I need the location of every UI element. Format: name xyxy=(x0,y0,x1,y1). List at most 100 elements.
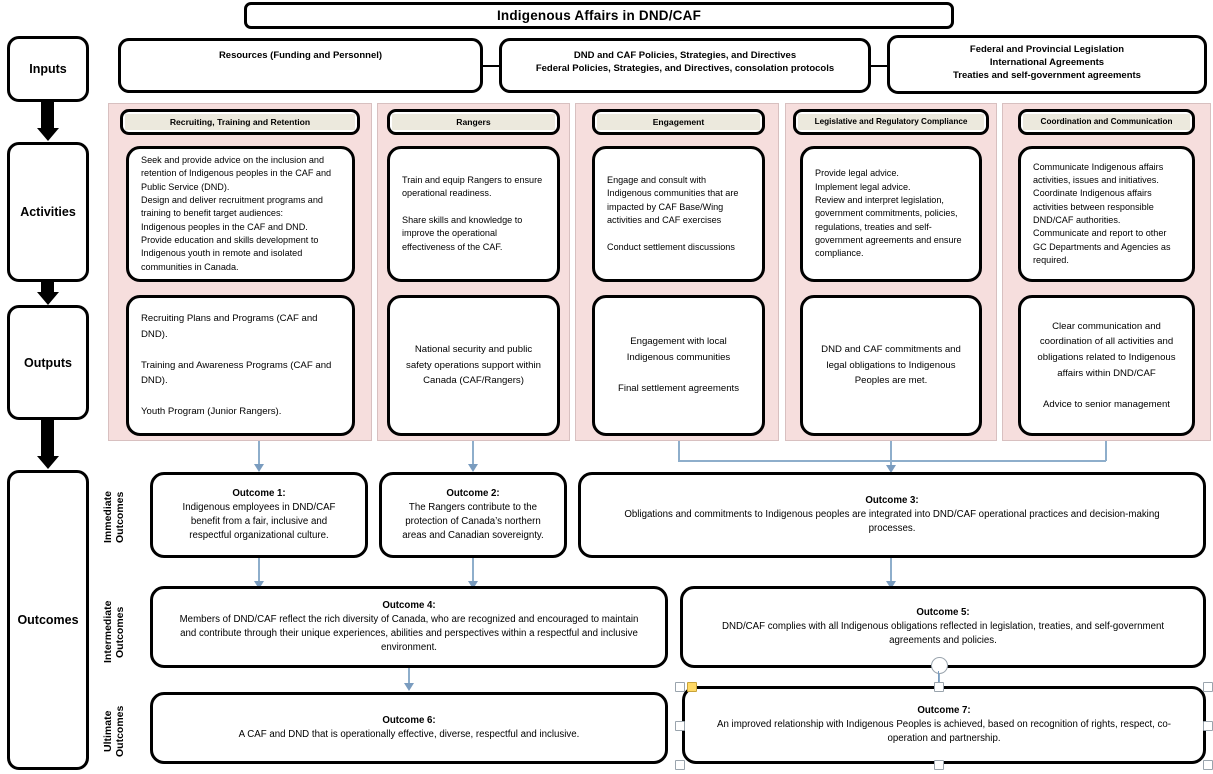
column-header-engagement[interactable]: Engagement xyxy=(592,109,765,135)
connector-int1-arrow xyxy=(404,683,414,691)
stage-outputs[interactable]: Outputs xyxy=(7,305,89,420)
stage-arrow-shaft-1 xyxy=(41,102,54,130)
selection-handle-bottom-right[interactable] xyxy=(1203,760,1213,770)
outcome-box-5-heading: Outcome 5: xyxy=(916,606,970,618)
stage-inputs-label: Inputs xyxy=(29,62,67,76)
stage-outcomes-label: Outcomes xyxy=(17,613,79,627)
selection-handle-adjust[interactable] xyxy=(687,682,697,692)
connector-out1-arrow xyxy=(254,464,264,472)
rotate-handle-icon[interactable] xyxy=(931,657,948,674)
input-box-legislation[interactable]: Federal and Provincial Legislation Inter… xyxy=(887,35,1207,94)
connector-im3-shaft xyxy=(890,558,892,584)
column-header-legislative[interactable]: Legislative and Regulatory Compliance xyxy=(793,109,989,135)
stage-arrow-shaft-3 xyxy=(41,420,54,458)
output-box-coordination[interactable]: Clear communication and coordination of … xyxy=(1018,295,1195,436)
activity-box-recruiting[interactable]: Seek and provide advice on the inclusion… xyxy=(126,146,355,282)
input-box-policies[interactable]: DND and CAF Policies, Strategies, and Di… xyxy=(499,38,871,93)
stage-activities[interactable]: Activities xyxy=(7,142,89,282)
selection-handle-middle-left[interactable] xyxy=(675,721,685,731)
activity-box-engagement-text: Engage and consult with Indigenous commu… xyxy=(607,174,739,252)
row-label-immediate-outcomes-text: Immediate Outcomes xyxy=(101,491,126,543)
stage-outcomes[interactable]: Outcomes xyxy=(7,470,89,770)
input-box-legislation-label: Federal and Provincial Legislation Inter… xyxy=(953,44,1141,81)
outcome-box-3-heading: Outcome 3: xyxy=(865,494,919,506)
outcome-box-5[interactable]: Outcome 5: DND/CAF complies with all Ind… xyxy=(680,586,1206,668)
column-header-coordination-label: Coordination and Communication xyxy=(1023,114,1190,130)
connector-im3-arrow xyxy=(886,581,896,589)
activity-box-rangers[interactable]: Train and equip Rangers to ensure operat… xyxy=(387,146,560,282)
selection-handle-top-left[interactable] xyxy=(675,682,685,692)
input-box-resources[interactable]: Resources (Funding and Personnel) xyxy=(118,38,483,93)
outcome-box-1[interactable]: Outcome 1: Indigenous employees in DND/C… xyxy=(150,472,368,558)
selection-handle-middle-right[interactable] xyxy=(1203,721,1213,731)
input-connector-1 xyxy=(483,65,500,67)
column-header-rangers[interactable]: Rangers xyxy=(387,109,560,135)
rotate-handle-stem xyxy=(938,671,940,683)
connector-im1-arrow xyxy=(254,581,264,589)
stage-outputs-label: Outputs xyxy=(24,355,72,370)
output-box-engagement[interactable]: Engagement with local Indigenous communi… xyxy=(592,295,765,436)
selection-handle-bottom-center[interactable] xyxy=(934,760,944,770)
outcome-box-6-heading: Outcome 6: xyxy=(382,714,436,726)
selection-handle-bottom-left[interactable] xyxy=(675,760,685,770)
outcome-box-7[interactable]: Outcome 7: An improved relationship with… xyxy=(682,686,1206,764)
column-header-engagement-label: Engagement xyxy=(597,113,760,131)
output-box-rangers-text: National security and public safety oper… xyxy=(406,344,541,387)
stage-arrow-head-3 xyxy=(37,456,59,469)
outcome-box-5-content: Outcome 5: DND/CAF complies with all Ind… xyxy=(683,606,1203,648)
outcome-box-6-body: A CAF and DND that is operationally effe… xyxy=(238,729,580,740)
outcome-box-2-heading: Outcome 2: xyxy=(446,487,500,499)
column-header-coordination[interactable]: Coordination and Communication xyxy=(1018,109,1195,135)
stage-arrow-head-1 xyxy=(37,128,59,141)
outcome-box-2-content: Outcome 2: The Rangers contribute to the… xyxy=(382,487,564,544)
outcome-box-4[interactable]: Outcome 4: Members of DND/CAF reflect th… xyxy=(150,586,668,668)
activity-box-legislative-text: Provide legal advice. Implement legal ad… xyxy=(815,168,962,259)
column-header-rangers-label: Rangers xyxy=(392,113,555,131)
outcome-box-4-body: Members of DND/CAF reflect the rich dive… xyxy=(179,613,639,654)
activity-box-recruiting-text: Seek and provide advice on the inclusion… xyxy=(141,154,332,272)
selection-handle-top-right[interactable] xyxy=(1203,682,1213,692)
outcome-box-1-body: Indigenous employees in DND/CAF benefit … xyxy=(182,501,336,542)
outcome-box-4-content: Outcome 4: Members of DND/CAF reflect th… xyxy=(153,599,665,656)
connector-out2-arrow xyxy=(468,464,478,472)
activity-box-engagement[interactable]: Engage and consult with Indigenous commu… xyxy=(592,146,765,282)
outcome-box-2-body: The Rangers contribute to the protection… xyxy=(402,501,544,542)
stage-inputs[interactable]: Inputs xyxy=(7,36,89,102)
outcome-box-2[interactable]: Outcome 2: The Rangers contribute to the… xyxy=(379,472,567,558)
outcome-box-3-body: Obligations and commitments to Indigenou… xyxy=(624,508,1160,535)
connector-out3-branch-b xyxy=(890,441,892,461)
outcome-box-3[interactable]: Outcome 3: Obligations and commitments t… xyxy=(578,472,1206,558)
stage-arrow-head-2 xyxy=(37,292,59,305)
connector-out3-shaft xyxy=(890,460,892,468)
outcome-box-6-content: Outcome 6: A CAF and DND that is operati… xyxy=(153,714,665,742)
connector-im2-arrow xyxy=(468,581,478,589)
input-box-policies-label: DND and CAF Policies, Strategies, and Di… xyxy=(535,50,835,74)
column-header-legislative-label: Legislative and Regulatory Compliance xyxy=(798,114,984,130)
outcome-box-7-content: Outcome 7: An improved relationship with… xyxy=(685,704,1203,746)
outcome-box-4-heading: Outcome 4: xyxy=(382,599,436,611)
output-box-rangers[interactable]: National security and public safety oper… xyxy=(387,295,560,436)
outcome-box-7-body: An improved relationship with Indigenous… xyxy=(717,718,1171,745)
row-label-immediate-outcomes: Immediate Outcomes xyxy=(102,474,126,560)
output-box-recruiting[interactable]: Recruiting Plans and Programs (CAF and D… xyxy=(126,295,355,436)
outcome-box-6[interactable]: Outcome 6: A CAF and DND that is operati… xyxy=(150,692,668,764)
input-connector-2 xyxy=(871,65,888,67)
selection-handle-top-center[interactable] xyxy=(934,682,944,692)
activity-box-coordination[interactable]: Communicate Indigenous affairs activitie… xyxy=(1018,146,1195,282)
connector-out3-arrow xyxy=(886,465,896,473)
row-label-intermediate-outcomes-text: Intermediate Outcomes xyxy=(101,600,126,664)
connector-out2-shaft xyxy=(472,441,474,467)
output-box-recruiting-text: Recruiting Plans and Programs (CAF and D… xyxy=(141,313,332,418)
activity-box-legislative[interactable]: Provide legal advice. Implement legal ad… xyxy=(800,146,982,282)
connector-out3-branch-c xyxy=(1105,441,1107,461)
connector-out1-shaft xyxy=(258,441,260,467)
activity-box-rangers-text: Train and equip Rangers to ensure operat… xyxy=(402,174,543,252)
connector-im1-shaft xyxy=(258,558,260,584)
outcome-box-1-content: Outcome 1: Indigenous employees in DND/C… xyxy=(153,487,365,544)
diagram-title-box: Indigenous Affairs in DND/CAF xyxy=(244,2,954,29)
output-box-legislative-text: DND and CAF commitments and legal obliga… xyxy=(821,344,961,387)
output-box-legislative[interactable]: DND and CAF commitments and legal obliga… xyxy=(800,295,982,436)
page-title: Indigenous Affairs in DND/CAF xyxy=(496,8,702,23)
column-header-recruiting[interactable]: Recruiting, Training and Retention xyxy=(120,109,360,135)
